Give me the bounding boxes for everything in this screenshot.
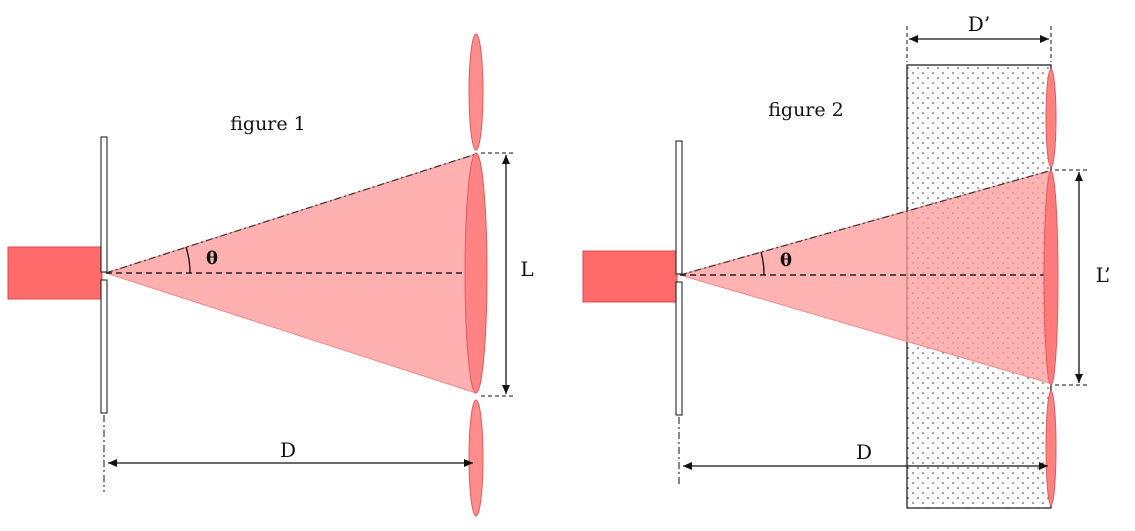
laser-source [7, 246, 103, 300]
central-maximum [1043, 170, 1059, 386]
laser-source [582, 250, 678, 303]
lower-fringe [468, 399, 484, 517]
upper-fringe [1045, 68, 1057, 168]
figure-2-caption: figure 2 [768, 99, 844, 121]
width-label: L [520, 257, 533, 281]
slit-plate-top [675, 140, 683, 275]
figure-1: figure 1 θ L D [7, 33, 534, 517]
slab-label: D’ [968, 12, 990, 36]
lower-fringe [1045, 390, 1057, 506]
distance-label: D [280, 438, 296, 462]
cone-edge-top [105, 153, 477, 274]
upper-fringe [468, 33, 484, 151]
angle-label: θ [780, 250, 792, 271]
slit-plate-top [100, 136, 108, 273]
diffraction-cone [678, 170, 1050, 384]
figure-2: figure 2 θ L’ D’ D [582, 12, 1111, 509]
central-maximum [464, 152, 488, 394]
figure-1-caption: figure 1 [230, 113, 306, 135]
distance-label: D [856, 440, 872, 464]
cone-edge-top [679, 170, 1050, 276]
slit-plate-bottom [675, 281, 683, 416]
angle-arc [760, 251, 765, 276]
angle-label: θ [206, 248, 218, 269]
width-label: L’ [1096, 263, 1111, 287]
slit-plate-bottom [100, 279, 108, 414]
angle-arc [185, 246, 191, 274]
